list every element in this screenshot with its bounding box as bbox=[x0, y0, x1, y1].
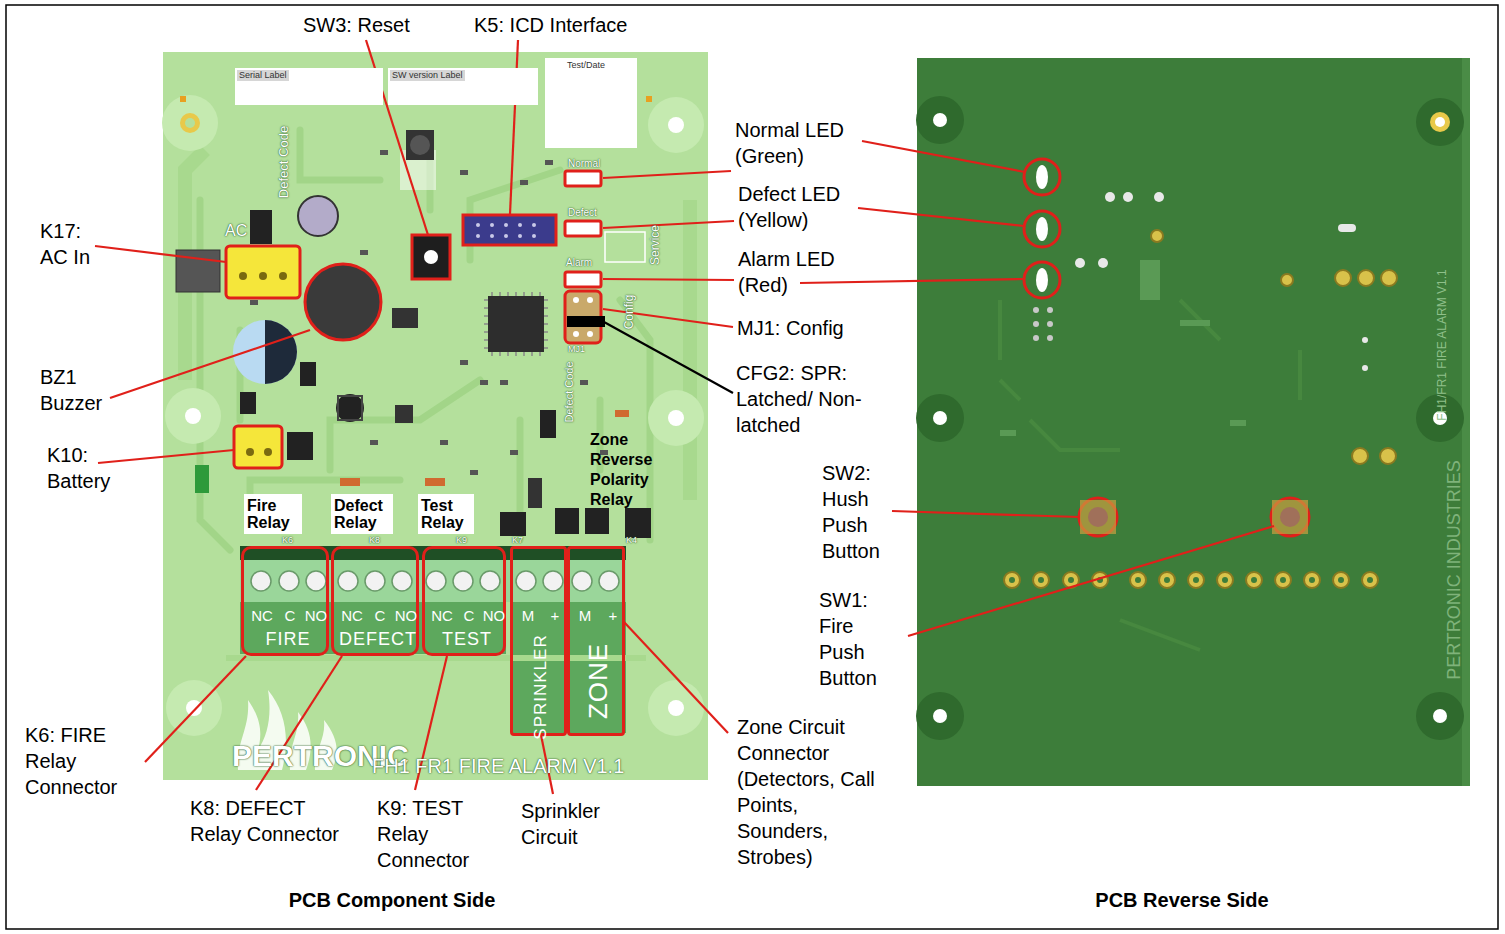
silkscreen-label: Service bbox=[648, 225, 662, 265]
callout-label: K9: TEST Relay Connector bbox=[377, 795, 507, 873]
component-board-art bbox=[162, 52, 708, 780]
node-text: FIRE bbox=[265, 629, 310, 651]
node-text: Test Relay bbox=[421, 497, 473, 531]
sprinkler-terminal-group: M +SPRINKLER bbox=[510, 546, 567, 736]
callout-label: CFG2: SPR: Latched/ Non-latched bbox=[736, 360, 886, 438]
node-text: NO bbox=[305, 607, 328, 625]
node-text: Test/Date bbox=[567, 60, 605, 71]
silkscreen-label: Normal bbox=[568, 158, 600, 170]
silkscreen-label: Config bbox=[622, 295, 636, 330]
node-text: Fire Relay bbox=[247, 497, 301, 531]
silkscreen-label: Defect Code bbox=[563, 361, 576, 422]
node-text: ZONE bbox=[583, 643, 614, 719]
silkscreen-label: FH1/FR1 FIRE ALARM V1.1 bbox=[1435, 269, 1449, 420]
callout-label: Normal LED (Green) bbox=[735, 117, 875, 169]
node-text: SPRINKLER bbox=[531, 634, 551, 739]
node-text: NC bbox=[431, 607, 453, 625]
callout-label: SW3: Reset bbox=[303, 12, 410, 38]
serial-label-box: Serial Label bbox=[235, 68, 383, 105]
node-text: Serial Label bbox=[237, 70, 289, 81]
node-text: DEFECT bbox=[339, 629, 417, 651]
node-text: C bbox=[285, 607, 296, 625]
node-text: M bbox=[522, 607, 535, 625]
callout-label: Zone Circuit Connector (Detectors, Call … bbox=[737, 714, 877, 870]
pcb-reverse-side: PCB Reverse Side bbox=[917, 58, 1470, 786]
node-text: NC bbox=[251, 607, 273, 625]
node-text: NO bbox=[395, 607, 418, 625]
callout-label: K6: FIRE Relay Connector bbox=[25, 722, 150, 800]
silkscreen-label: K4 bbox=[626, 535, 637, 546]
callout-label: SW1: Fire Push Button bbox=[819, 587, 891, 691]
silkscreen-label: K6 bbox=[282, 535, 293, 546]
node-text: PCB Reverse Side bbox=[1095, 888, 1268, 912]
leader-lines bbox=[95, 40, 1274, 794]
silkscreen-label: FH1 FR1 FIRE ALARM V1.1 bbox=[372, 754, 624, 778]
node-text: SW version Label bbox=[390, 70, 465, 81]
node-text: C bbox=[375, 607, 386, 625]
callout-label: Defect LED (Yellow) bbox=[738, 181, 878, 233]
callout-label: SW2: Hush Push Button bbox=[822, 460, 892, 564]
callout-label: K8: DEFECT Relay Connector bbox=[190, 795, 340, 847]
silkscreen-label: K7 bbox=[512, 535, 523, 546]
silkscreen-label: Alarm bbox=[566, 257, 592, 269]
frame bbox=[6, 5, 1498, 929]
sw-version-label-box: SW version Label bbox=[388, 68, 538, 105]
silkscreen-label: K8 bbox=[369, 535, 380, 546]
relay-label-box: Test Relay bbox=[418, 494, 474, 534]
node-text: C bbox=[464, 607, 475, 625]
terminal-group: NC C NO FIRE bbox=[241, 546, 329, 656]
callout-label: Alarm LED (Red) bbox=[738, 246, 868, 298]
relay-label-box: Fire Relay bbox=[244, 494, 302, 534]
pcb-component-side: PCB Component SideSerial LabelSW version… bbox=[163, 52, 708, 780]
callout-label: K5: ICD Interface bbox=[474, 12, 627, 38]
callout-label: Zone Reverse Polarity Relay bbox=[590, 430, 664, 510]
terminal-group: NC C NO TEST bbox=[422, 546, 506, 656]
callout-label: BZ1 Buzzer bbox=[40, 364, 120, 416]
node-text: TEST bbox=[442, 629, 492, 651]
node-text: M bbox=[579, 607, 592, 625]
node-text: PCB Component Side bbox=[289, 888, 496, 912]
silkscreen-label: Defect bbox=[568, 207, 597, 219]
node-text: + bbox=[609, 607, 618, 625]
callout-label: K17: AC In bbox=[40, 218, 105, 270]
node-text: NC bbox=[341, 607, 363, 625]
test-date-box: Test/Date bbox=[545, 58, 637, 148]
relay-label-box: Defect Relay bbox=[331, 494, 393, 534]
silkscreen-label: PERTRONIC INDUSTRIES bbox=[1444, 460, 1466, 680]
node-text: + bbox=[551, 607, 560, 625]
silkscreen-label: AC bbox=[225, 221, 247, 240]
terminal-group: NC C NO DEFECT bbox=[331, 546, 419, 656]
callout-label: Sprinkler Circuit bbox=[521, 798, 621, 850]
silkscreen-label: Defect Code bbox=[276, 126, 292, 198]
callout-label: K10: Battery bbox=[47, 442, 127, 494]
silkscreen-label: K9 bbox=[456, 535, 467, 546]
leader-line-black bbox=[604, 322, 733, 393]
zone-terminal-group: M + ZONE bbox=[567, 546, 625, 736]
callout-label: MJ1: Config bbox=[737, 315, 844, 341]
node-text: Defect Relay bbox=[334, 497, 392, 531]
silkscreen-label: MJ1 bbox=[568, 344, 585, 355]
node-text: NO bbox=[483, 607, 506, 625]
